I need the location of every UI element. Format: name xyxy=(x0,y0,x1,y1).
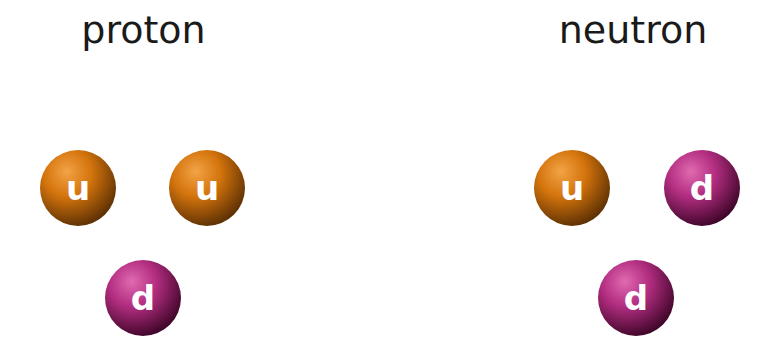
quark-node: d xyxy=(105,260,181,336)
gluon-spring xyxy=(96,220,124,266)
quark-label: u xyxy=(40,150,116,226)
quark-node: u xyxy=(40,150,116,226)
quark-node: u xyxy=(169,150,245,226)
gluon-spring xyxy=(590,220,617,266)
quark-label: d xyxy=(664,150,740,226)
particle-node: neutronudd xyxy=(505,97,757,353)
quark-label: d xyxy=(598,260,674,336)
gluon-spring xyxy=(654,220,683,267)
particle-name: proton xyxy=(12,8,275,52)
quark-label: u xyxy=(169,150,245,226)
quark-node: d xyxy=(664,150,740,226)
gluon-spring xyxy=(609,187,665,193)
particle-node: protonuud xyxy=(12,97,275,356)
quark-node: d xyxy=(598,260,674,336)
quark-label: u xyxy=(534,150,610,226)
quark-label: d xyxy=(105,260,181,336)
gluon-spring xyxy=(115,187,170,193)
gluon-spring xyxy=(161,220,188,266)
quark-node: u xyxy=(534,150,610,226)
particle-name: neutron xyxy=(505,8,757,52)
